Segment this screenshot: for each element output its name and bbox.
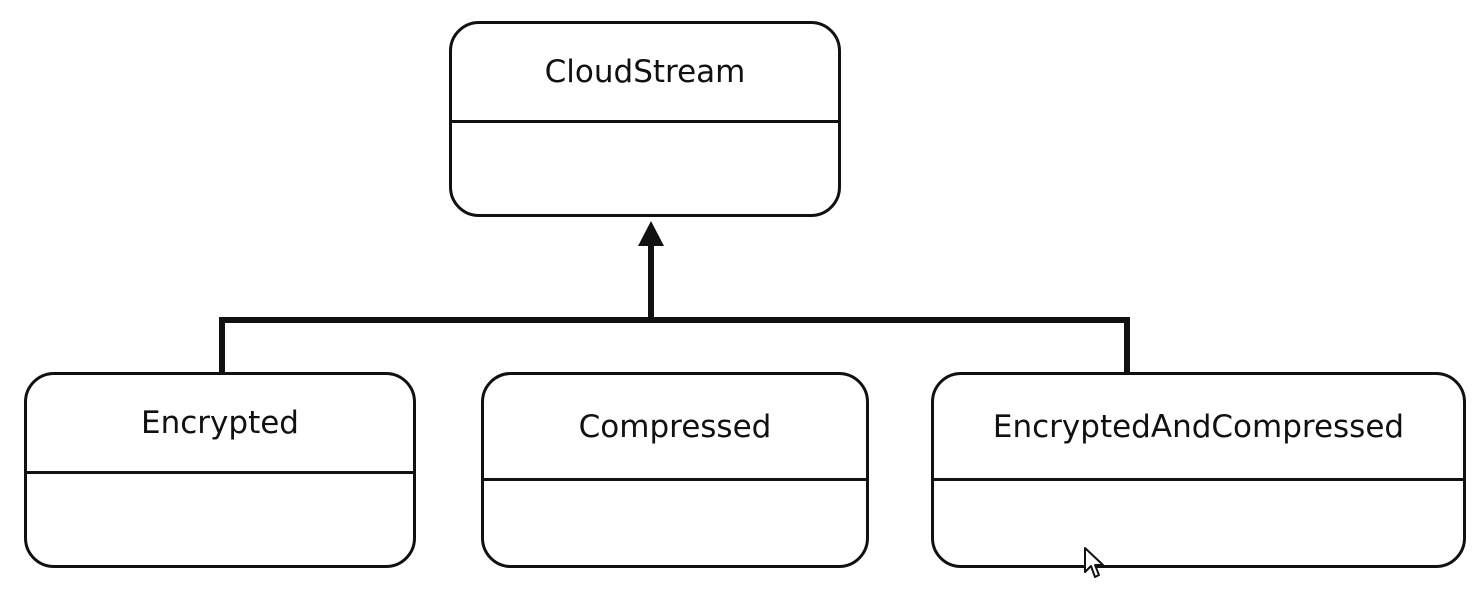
class-name-compressed: Compressed bbox=[484, 375, 866, 481]
class-attributes-encrypted-and-compressed bbox=[934, 481, 1463, 565]
class-name-cloudstream: CloudStream bbox=[452, 24, 838, 123]
class-attributes-cloudstream bbox=[452, 123, 838, 214]
mouse-pointer-icon bbox=[1084, 547, 1104, 578]
class-box-cloudstream[interactable]: CloudStream bbox=[449, 21, 841, 217]
class-name-encrypted: Encrypted bbox=[27, 375, 413, 474]
class-box-compressed[interactable]: Compressed bbox=[481, 372, 869, 568]
class-attributes-encrypted bbox=[27, 474, 413, 565]
class-attributes-compressed bbox=[484, 481, 866, 565]
class-name-encrypted-and-compressed: EncryptedAndCompressed bbox=[934, 375, 1463, 481]
connector-encrypted bbox=[219, 317, 651, 373]
connector-encrypted-and-compressed bbox=[651, 317, 1130, 373]
class-box-encrypted[interactable]: Encrypted bbox=[24, 372, 416, 568]
class-box-encrypted-and-compressed[interactable]: EncryptedAndCompressed bbox=[931, 372, 1466, 568]
inheritance-arrowhead-icon bbox=[638, 221, 664, 246]
